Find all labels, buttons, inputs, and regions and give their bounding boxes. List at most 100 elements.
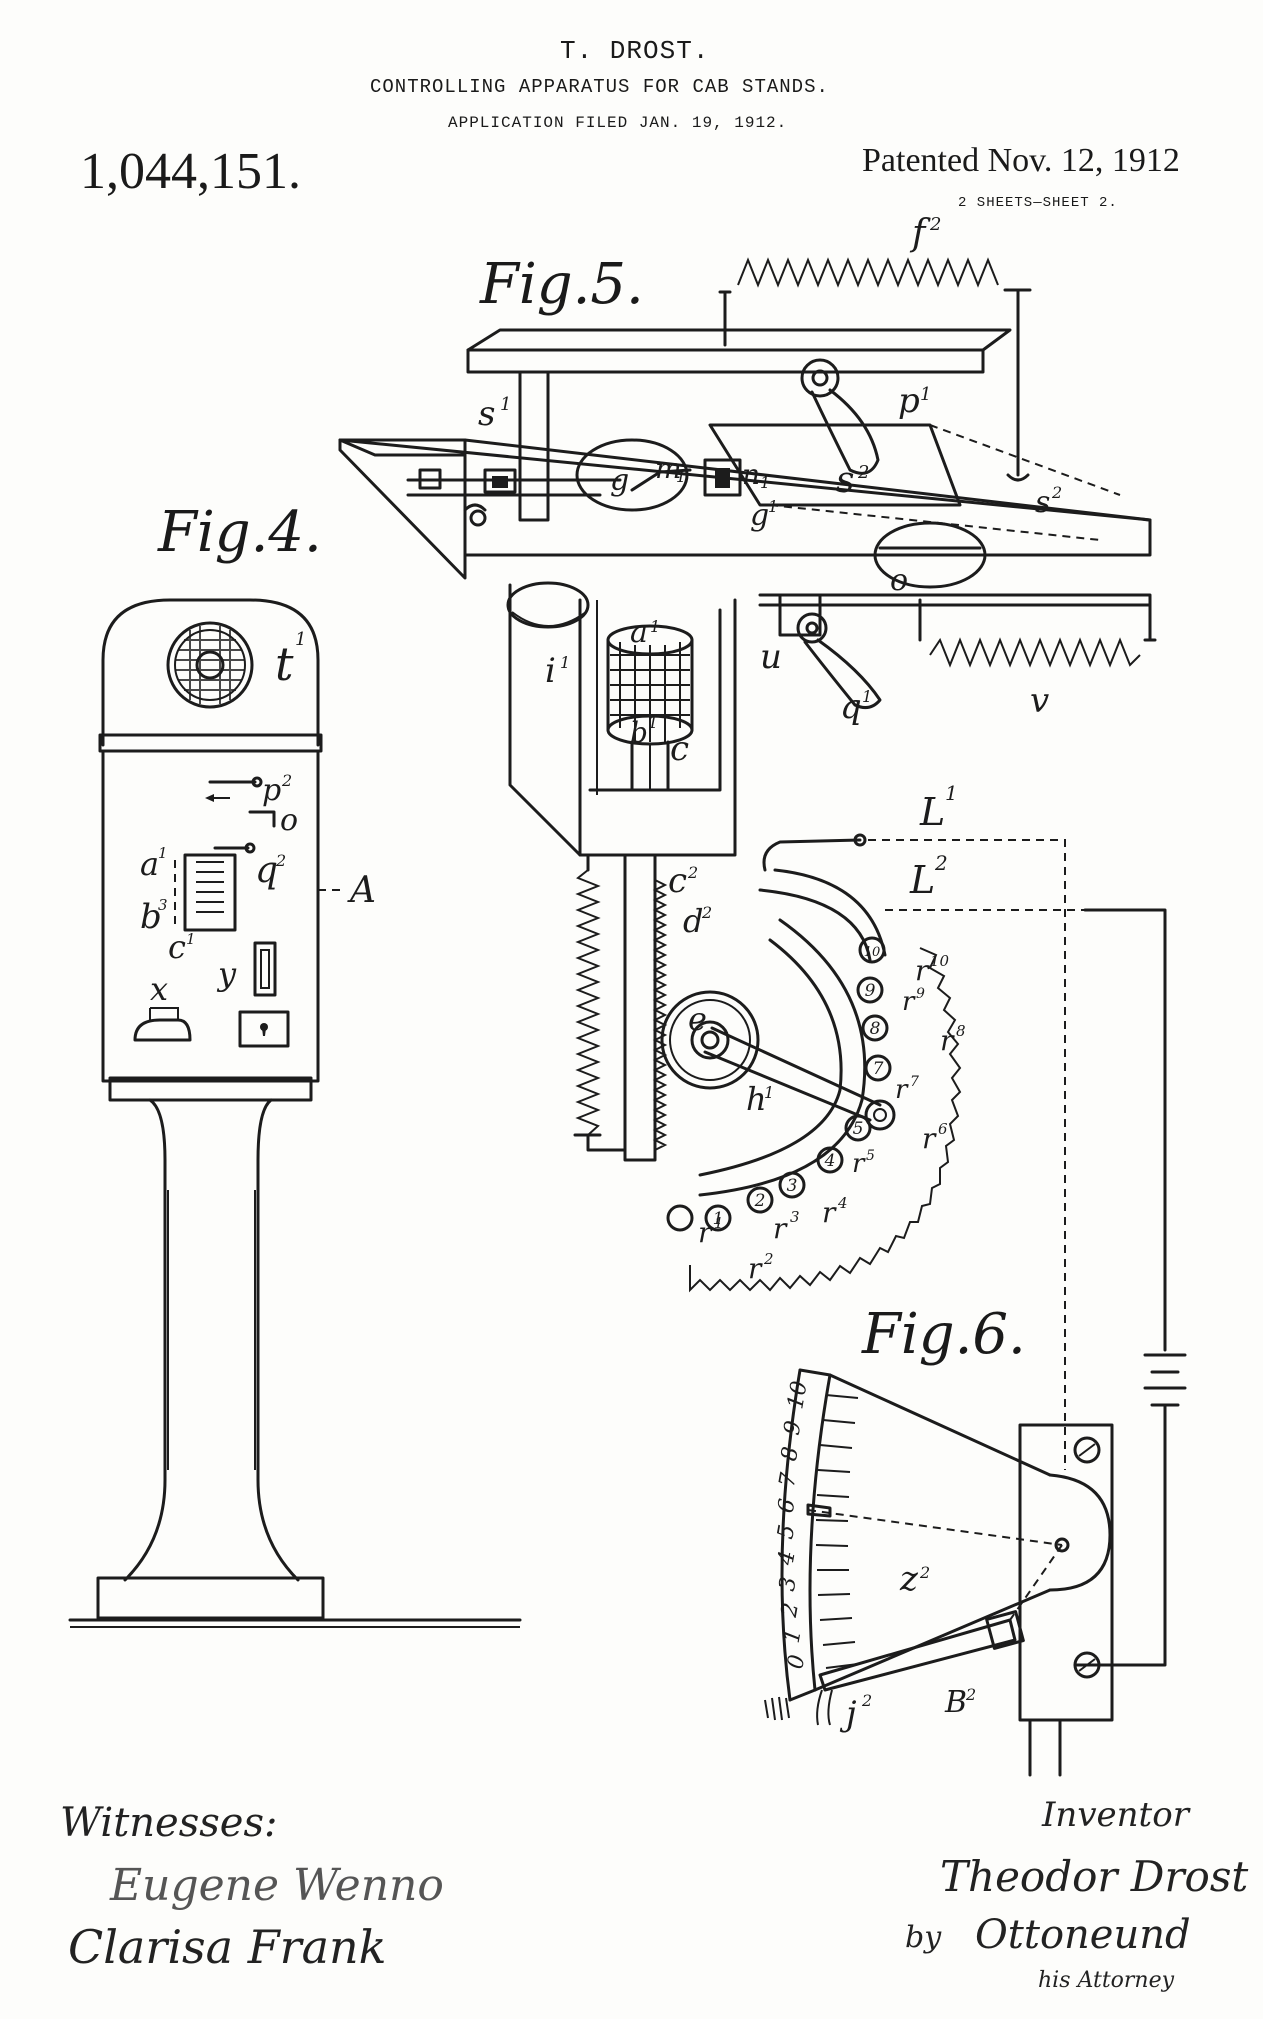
label-L1-sup: 1 [945, 781, 958, 805]
label-r9: r [902, 987, 916, 1017]
label-b3: b [140, 897, 162, 937]
label-q1-sup: 1 [862, 687, 872, 706]
label-g1-sup: 1 [768, 497, 778, 516]
gauge-scale-number: 4 [774, 1549, 801, 1568]
label-r8: r [940, 1024, 955, 1057]
label-j2-sup: 2 [861, 1691, 872, 1710]
label-r2-sup: 2 [763, 1250, 774, 1268]
label-s2b: s [1035, 485, 1050, 520]
label-r7: r [895, 1075, 909, 1105]
label-g: g [610, 463, 629, 498]
witnesses-label: Witnesses: [60, 1800, 278, 1846]
label-r1-sup: 1 [714, 1214, 724, 1232]
label-h1-sup: 1 [764, 1083, 774, 1102]
fig5-labels: f 2 s 1 p 1 g m 1 n 1 g 1 s 2 s 2 o i 1 … [478, 213, 1062, 1285]
label-c1-sup: 1 [186, 930, 196, 948]
gauge-scale-number: 2 [777, 1601, 804, 1620]
label-h1: h [746, 1080, 767, 1118]
label-z2: z [899, 1559, 919, 1599]
witness-signature-2: Clarisa Frank [68, 1920, 387, 1974]
contact-stud [778, 1171, 806, 1199]
label-c2-sup: 2 [687, 863, 698, 882]
label-d2-sup: 2 [701, 903, 712, 922]
label-g1: g [750, 498, 769, 533]
label-b3-sup: 3 [158, 896, 168, 914]
label-e: e [688, 1000, 707, 1038]
witness-signature-1: Eugene Wenno [110, 1860, 444, 1911]
label-q2: q [255, 850, 278, 891]
label-s2a-sup: 2 [857, 462, 869, 483]
gauge-scale-number: 5 [773, 1523, 800, 1541]
label-a1-fig5: a [630, 615, 648, 650]
label-n1-sup: 1 [760, 473, 770, 492]
gauge-scale-number: 0 [783, 1653, 810, 1671]
label-r2: r [748, 1252, 763, 1285]
label-a1-fig4-sup: 1 [158, 844, 168, 862]
label-p2-sup: 2 [281, 771, 292, 790]
attorney-signature: Ottoneund [975, 1912, 1191, 1958]
label-p1: p [898, 381, 920, 421]
label-c1: c [168, 928, 186, 966]
label-B2-sup: 2 [965, 1685, 976, 1704]
label-m1-sup: 1 [676, 467, 686, 486]
contact-number: 4 [824, 1151, 836, 1171]
filing-date: APPLICATION FILED JAN. 19, 1912. [448, 114, 788, 132]
label-t1-sup: 1 [295, 629, 306, 650]
label-s1-sup: 1 [500, 394, 511, 415]
label-i1: i [545, 651, 556, 691]
label-r6-sup: 6 [938, 1120, 948, 1138]
contact-number: 10 [864, 945, 881, 960]
label-q1: q [840, 687, 862, 727]
contact-stud [864, 1054, 892, 1082]
fig6-gauge [764, 1368, 1114, 1777]
label-b1-sup: 1 [648, 713, 658, 732]
contact-number: 9 [865, 981, 876, 1001]
label-y: y [216, 955, 237, 993]
contact-number: 2 [754, 1191, 766, 1211]
label-s2b-sup: 2 [1051, 483, 1062, 502]
contact-stud [816, 1146, 844, 1174]
inventor-label: Inventor [1042, 1795, 1189, 1835]
label-L1: L [919, 790, 945, 834]
gauge-scale-number: 1 [780, 1627, 807, 1645]
sheet-count: 2 SHEETS—SHEET 2. [958, 195, 1118, 211]
fig5-mechanism [338, 257, 1187, 1667]
patent-number: 1,044,151. [80, 143, 301, 200]
gauge-scale-number: 7 [775, 1471, 802, 1489]
label-a1-fig4: a [140, 845, 159, 883]
contact-zero [666, 1204, 694, 1232]
label-f2: f [909, 213, 931, 254]
label-r10-sup: 10 [930, 952, 950, 970]
contact-stud [746, 1186, 774, 1214]
label-L2: L [909, 858, 935, 902]
label-r8-sup: 8 [956, 1022, 966, 1040]
label-p1-sup: 1 [920, 384, 931, 405]
label-u: u [760, 637, 782, 677]
label-r3-sup: 3 [790, 1208, 800, 1226]
contact-stud [844, 1114, 872, 1142]
label-r4-sup: 4 [837, 1194, 848, 1212]
label-q2-sup: 2 [275, 851, 286, 870]
label-r10: r [915, 954, 930, 987]
label-s1: s [478, 394, 495, 434]
fig5-title: Fig.5. [480, 252, 644, 317]
inventor-signature: Theodor Drost [940, 1852, 1249, 1901]
label-i1-sup: 1 [560, 653, 570, 672]
gauge-scale-number: 6 [774, 1497, 801, 1515]
label-t1: t [275, 637, 294, 691]
label-r7-sup: 7 [910, 1074, 919, 1090]
contact-number: 5 [853, 1119, 864, 1139]
label-m1: m [655, 452, 682, 485]
label-r3: r [773, 1212, 788, 1245]
patent-title: CONTROLLING APPARATUS FOR CAB STANDS. [370, 76, 829, 98]
label-o-fig4: o [280, 803, 298, 838]
label-s2a: s [836, 460, 854, 501]
label-a1-fig5-sup: 1 [650, 617, 660, 636]
gauge-scale-number: 9 [780, 1419, 807, 1437]
contact-number: 8 [870, 1019, 881, 1039]
label-x: x [150, 970, 168, 1008]
label-n1: n [742, 458, 760, 491]
contact-number: 3 [787, 1176, 798, 1196]
label-r9-sup: 9 [916, 986, 925, 1002]
